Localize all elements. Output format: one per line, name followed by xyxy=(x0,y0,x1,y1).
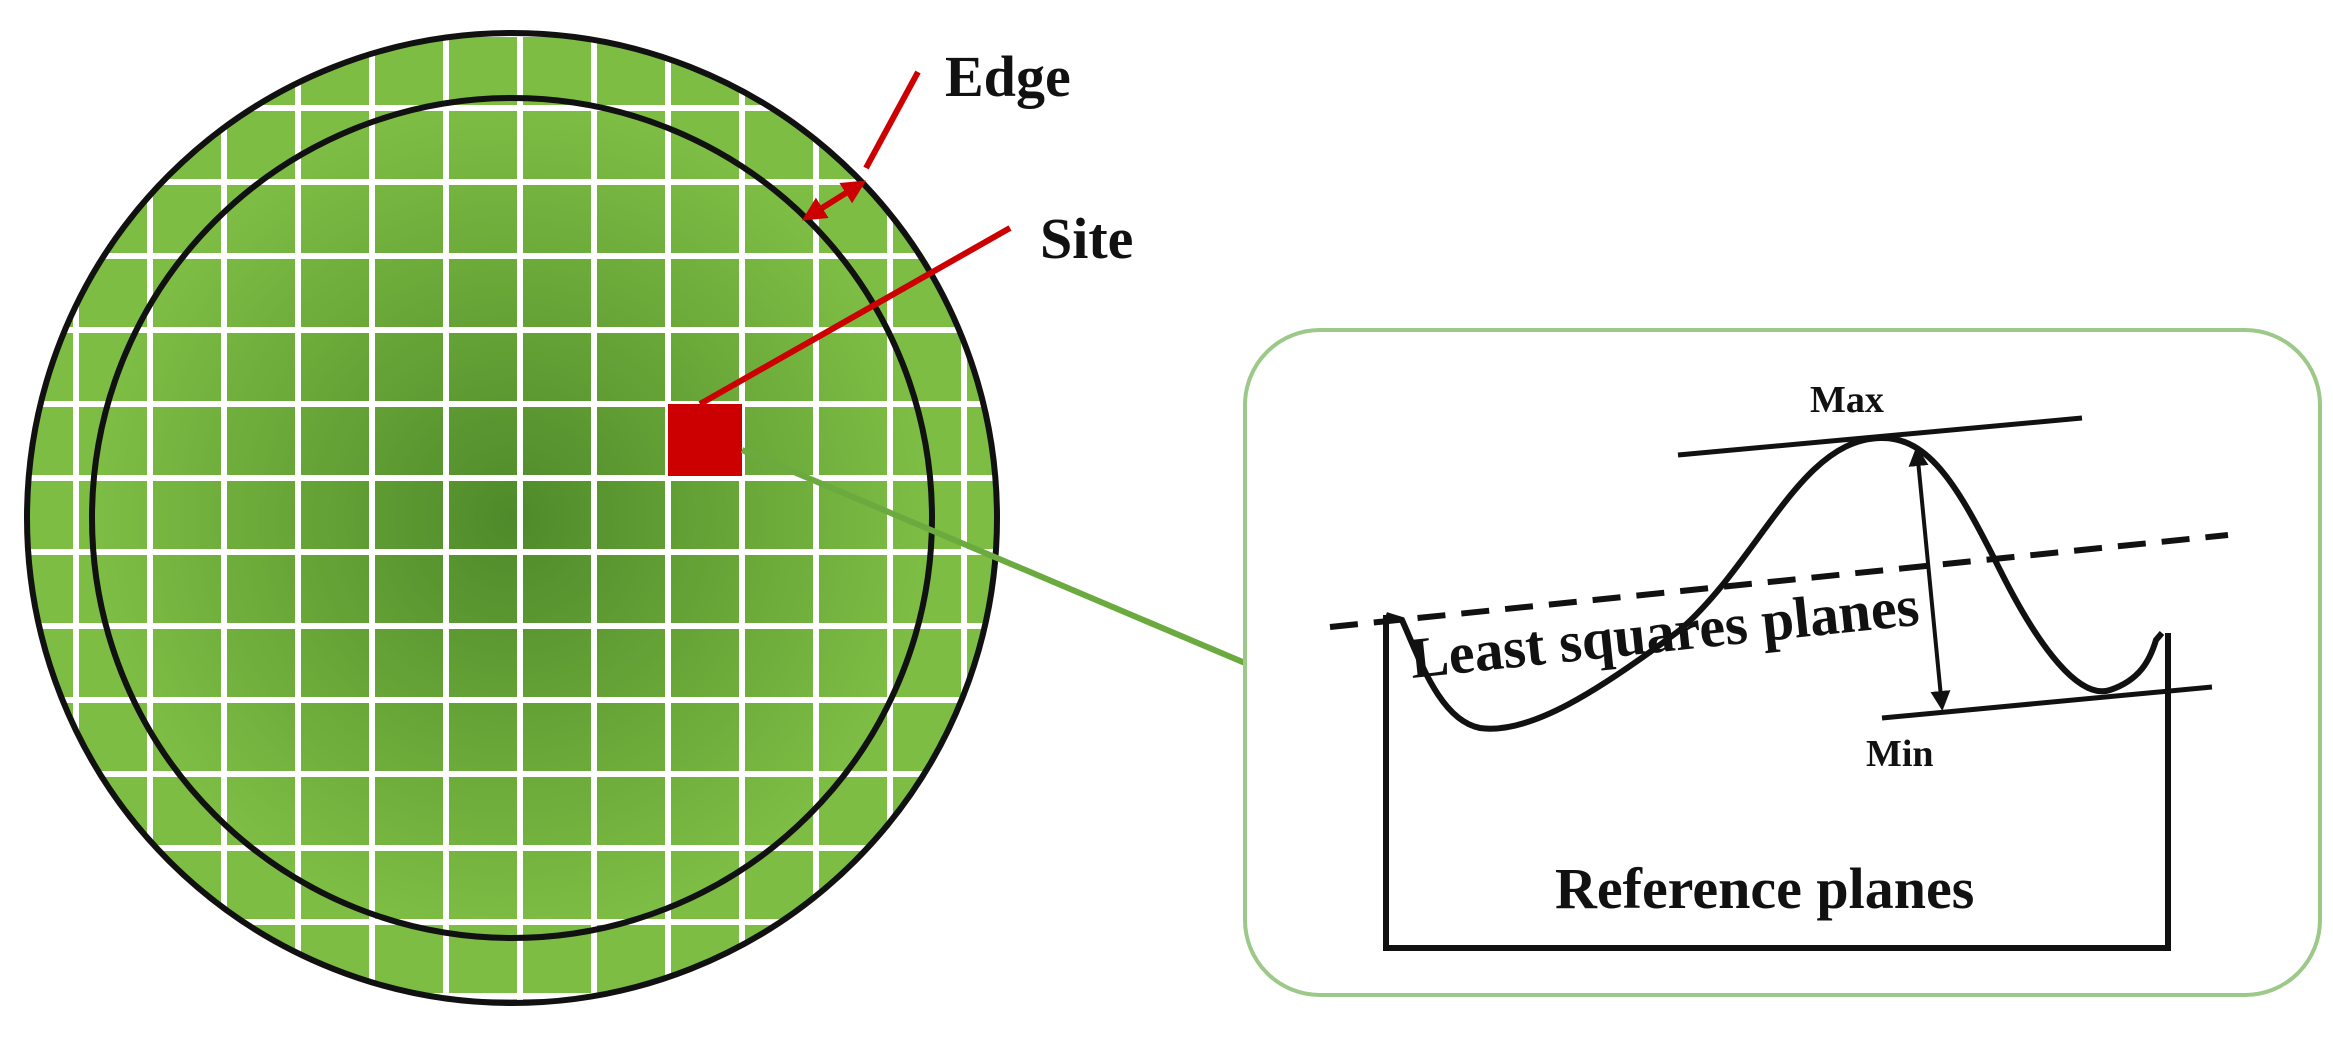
min-tangent-line xyxy=(1881,684,2213,721)
min-label: Min xyxy=(1866,733,1934,775)
highlighted-site xyxy=(668,404,742,476)
wafer xyxy=(24,30,1000,1006)
site-profile-inset: Max Min Least squares planes Reference p… xyxy=(1243,328,2322,997)
site-leader-line xyxy=(698,225,1012,407)
wafer-disc xyxy=(27,33,997,1003)
edge-leader-line xyxy=(863,70,921,170)
site-callout: Site xyxy=(698,206,1133,407)
zoom-connector-line xyxy=(740,447,1247,666)
edge-exclusion-circle xyxy=(89,95,935,941)
wafer-outer-edge xyxy=(24,30,1000,1006)
least-squares-plane-line xyxy=(1329,532,2229,630)
surface-profile-curve xyxy=(1385,434,2165,732)
edge-label: Edge xyxy=(945,44,1071,109)
reference-planes-label: Reference planes xyxy=(1555,856,1974,921)
reference-plane-box xyxy=(1383,615,2171,951)
max-min-arrow xyxy=(1908,446,1951,711)
edge-width-arrow xyxy=(801,180,867,221)
max-tangent-line xyxy=(1677,415,2083,458)
max-label: Max xyxy=(1810,379,1884,421)
site-label: Site xyxy=(1040,206,1133,271)
edge-callout: Edge xyxy=(801,44,1071,221)
inset-frame xyxy=(1243,328,2322,997)
